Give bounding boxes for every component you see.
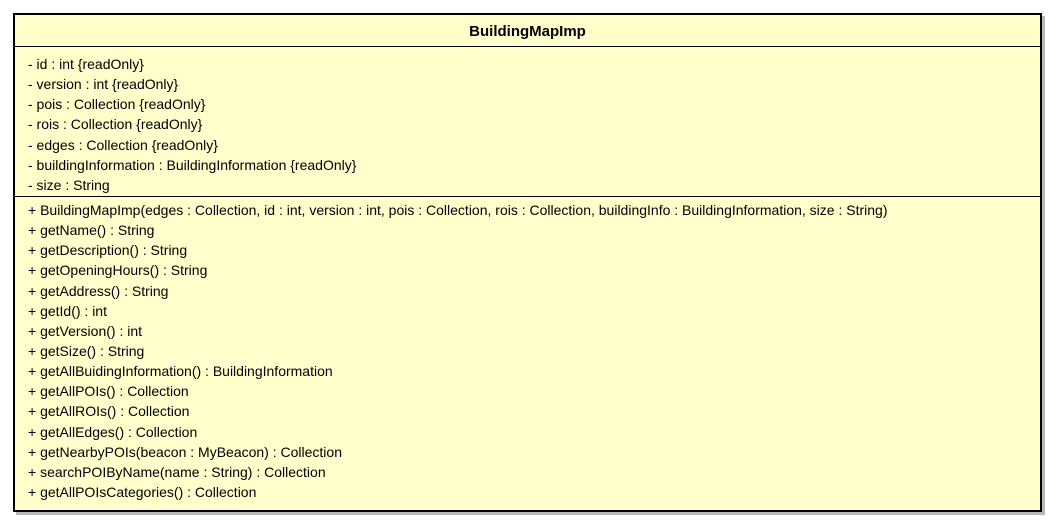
operation-get-size: + getSize() : String	[28, 342, 145, 359]
operation-get-all-pois: + getAllPOIs() : Collection	[28, 383, 189, 400]
attribute-building-information: - buildingInformation : BuildingInformat…	[28, 156, 357, 173]
operation-get-description: + getDescription() : String	[28, 242, 188, 259]
attribute-edges: - edges : Collection {readOnly}	[28, 136, 218, 153]
operation-get-version: + getVersion() : int	[28, 322, 143, 339]
operation-get-nearby-pois: + getNearbyPOIs(beacon : MyBeacon) : Col…	[28, 443, 342, 460]
operation-get-all-rois: + getAllROIs() : Collection	[28, 403, 190, 420]
attributes-compartment: - id : int {readOnly} - version : int {r…	[15, 47, 1040, 197]
operation-get-opening-hours: + getOpeningHours() : String	[28, 262, 208, 279]
uml-class-box[interactable]: BuildingMapImp - id : int {readOnly} - v…	[13, 13, 1042, 512]
attribute-size: - size : String	[28, 176, 110, 193]
operation-get-all-edges: + getAllEdges() : Collection	[28, 423, 198, 440]
operation-search-poi-by-name: + searchPOIByName(name : String) : Colle…	[28, 463, 326, 480]
attribute-pois: - pois : Collection {readOnly}	[28, 96, 206, 113]
operation-get-name: + getName() : String	[28, 222, 155, 239]
operations-compartment: + BuildingMapImp(edges : Collection, id …	[15, 197, 1040, 502]
operation-get-id: + getId() : int	[28, 302, 107, 319]
operation-get-address: + getAddress() : String	[28, 282, 169, 299]
operation-get-all-pois-categories: + getAllPOIsCategories() : Collection	[28, 483, 257, 500]
class-name: BuildingMapImp	[15, 15, 1040, 47]
operation-constructor: + BuildingMapImp(edges : Collection, id …	[28, 201, 888, 218]
attribute-version: - version : int {readOnly}	[28, 76, 179, 93]
operation-get-all-building-information: + getAllBuidingInformation() : BuildingI…	[28, 363, 333, 380]
attribute-rois: - rois : Collection {readOnly}	[28, 116, 203, 133]
attribute-id: - id : int {readOnly}	[28, 56, 144, 72]
